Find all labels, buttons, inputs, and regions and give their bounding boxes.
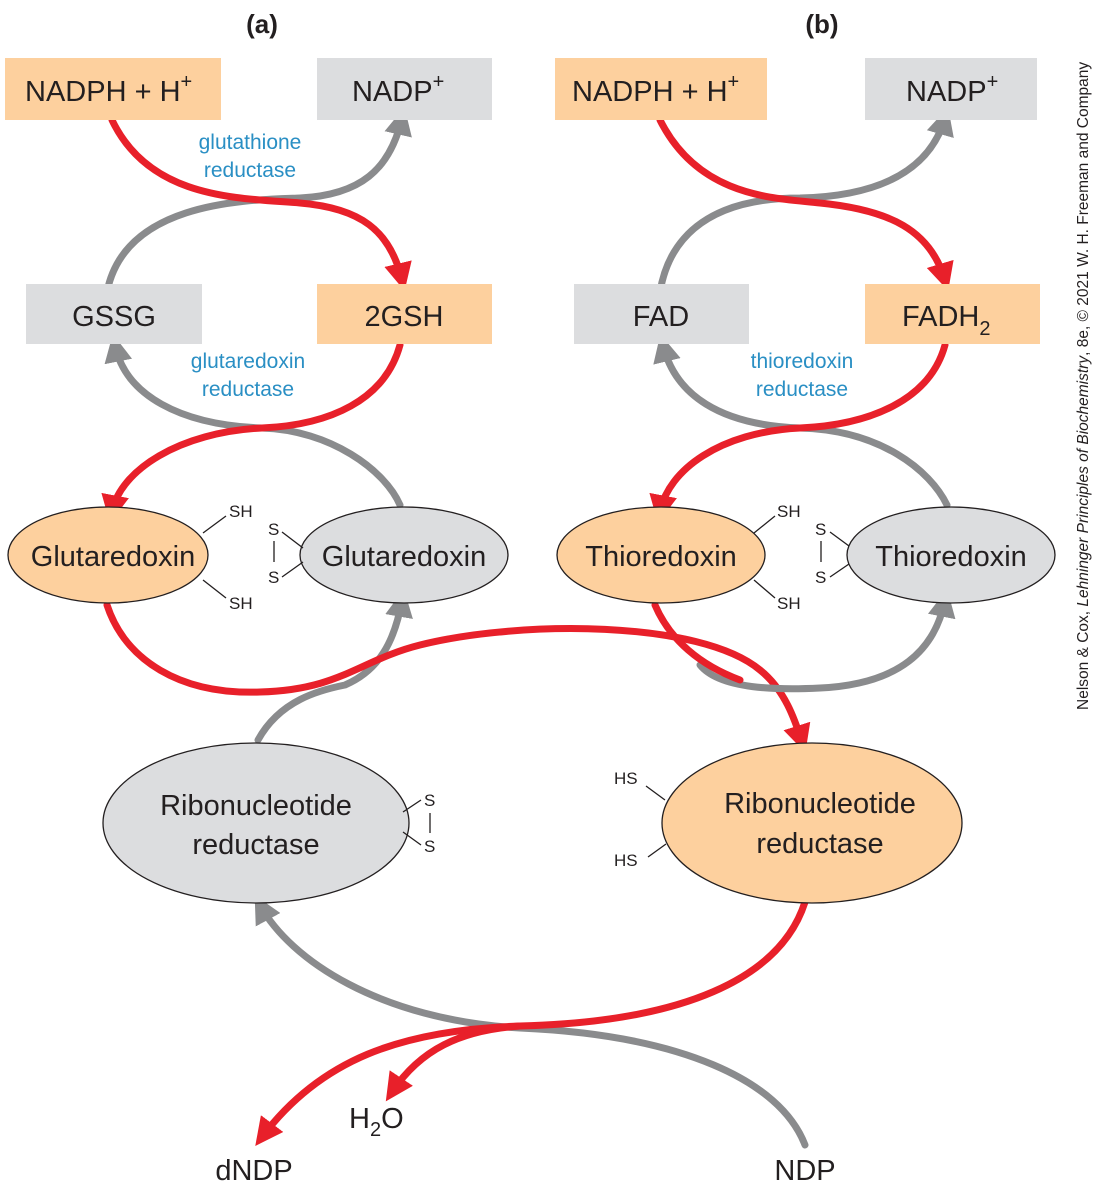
credit-line: Nelson & Cox, Lehninger Principles of Bi… [1075, 62, 1092, 710]
rnr-s-bond-bottom [402, 831, 422, 846]
s-bond-top-b [829, 531, 850, 547]
nadph-label-a: NADPH + H+ [25, 71, 192, 108]
rnr-hs-bond-top [645, 785, 666, 801]
s-top-a: S [268, 520, 279, 539]
glutaredoxin-oxidized-ellipse [299, 506, 509, 604]
glutaredoxin-oxidized-label: Glutaredoxin [322, 541, 486, 573]
arrow-rnr-to-thioredoxin [696, 589, 956, 693]
enzyme-thioredoxin-reductase-line1: thioredoxin [751, 350, 854, 373]
sh-bottom-a: SH [229, 594, 253, 613]
arrow-fadh-to-thioredoxin [649, 341, 949, 524]
fad-box [574, 284, 749, 344]
gsh-label: 2GSH [365, 301, 444, 333]
s-bond-bottom-b [829, 563, 850, 578]
dndp-label: dNDP [215, 1155, 292, 1187]
sh-top-a: SH [229, 502, 253, 521]
sh-bottom-b: SH [777, 594, 801, 613]
arrow-gsh-to-glutaredoxin [101, 341, 404, 523]
s-bond-bottom-a [281, 561, 304, 578]
arrow-rnr-to-glutaredoxin [254, 588, 413, 744]
s-bottom-b: S [815, 568, 826, 587]
thioredoxin-reduced-label: Thioredoxin [585, 541, 737, 573]
s-bond-top-a [281, 531, 304, 549]
enzyme-thioredoxin-reductase-line2: reductase [756, 378, 848, 401]
enzyme-glutathione-reductase-line2: reductase [204, 159, 296, 182]
arrow-rnr-to-dndp [255, 898, 809, 1146]
nadph-box-b [555, 58, 767, 120]
ndp-label: NDP [774, 1155, 835, 1187]
nadp-label-b: NADP+ [906, 71, 998, 108]
thioredoxin-reduced-ellipse [556, 506, 766, 604]
arrow-thioredoxin-to-rnr [651, 601, 744, 684]
arrow-fadh-to-nadp [656, 107, 954, 296]
sh-bond-bottom-b [753, 579, 776, 599]
rnr-reduced-line1: Ribonucleotide [724, 788, 916, 820]
rnr-s-bond-top [402, 799, 422, 813]
rnr-s-bottom: S [424, 837, 435, 856]
gssg-label: GSSG [72, 301, 156, 333]
arrow-rnr-to-h2o [385, 1022, 524, 1102]
enzyme-glutathione-reductase-line1: glutathione [199, 131, 302, 154]
nadp-label-a: NADP+ [352, 71, 444, 108]
s-bottom-a: S [268, 568, 279, 587]
rnr-hs-bottom: HS [614, 851, 638, 870]
panel-label-b: (b) [805, 9, 838, 39]
fad-label: FAD [633, 301, 689, 333]
rnr-hs-bond-bottom [647, 843, 667, 858]
arrow-gssg-to-nadp [103, 107, 412, 296]
nadp-box-a [317, 58, 492, 120]
fadh-box [865, 284, 1040, 344]
glutaredoxin-reduced-label: Glutaredoxin [31, 541, 195, 573]
s-top-b: S [815, 520, 826, 539]
thioredoxin-oxidized-label: Thioredoxin [875, 541, 1027, 573]
rnr-reduced-ellipse [661, 742, 963, 904]
nadp-box-b [865, 58, 1037, 120]
rnr-oxidized-ellipse [102, 742, 410, 904]
rnr-hs-top: HS [614, 769, 638, 788]
sh-bond-top-b [753, 515, 776, 534]
rnr-oxidized-line2: reductase [192, 829, 319, 861]
arrow-nadph-to-fadh [656, 116, 954, 291]
h2o-label: H2O [349, 1103, 404, 1141]
nadph-box-a [5, 58, 221, 120]
fadh-label: FADH2 [902, 301, 990, 340]
enzyme-glutaredoxin-reductase-line2: reductase [202, 378, 294, 401]
rnr-s-top: S [424, 791, 435, 810]
sh-bond-bottom-a [202, 579, 227, 599]
arrow-glutaredoxin-to-rnr [103, 601, 811, 753]
panel-label-a: (a) [246, 9, 278, 39]
sh-bond-top-a [202, 515, 227, 534]
thioredoxin-oxidized-ellipse [846, 506, 1056, 604]
gssg-box [26, 284, 202, 344]
glutaredoxin-reduced-ellipse [7, 506, 209, 604]
sh-top-b: SH [777, 502, 801, 521]
nadph-label-b: NADPH + H+ [572, 71, 739, 108]
gsh-box [317, 284, 492, 344]
rnr-oxidized-line1: Ribonucleotide [160, 790, 352, 822]
arrow-nadph-to-gsh [108, 116, 412, 291]
rnr-reduced-line2: reductase [756, 828, 883, 860]
enzyme-glutaredoxin-reductase-line1: glutaredoxin [191, 350, 305, 373]
